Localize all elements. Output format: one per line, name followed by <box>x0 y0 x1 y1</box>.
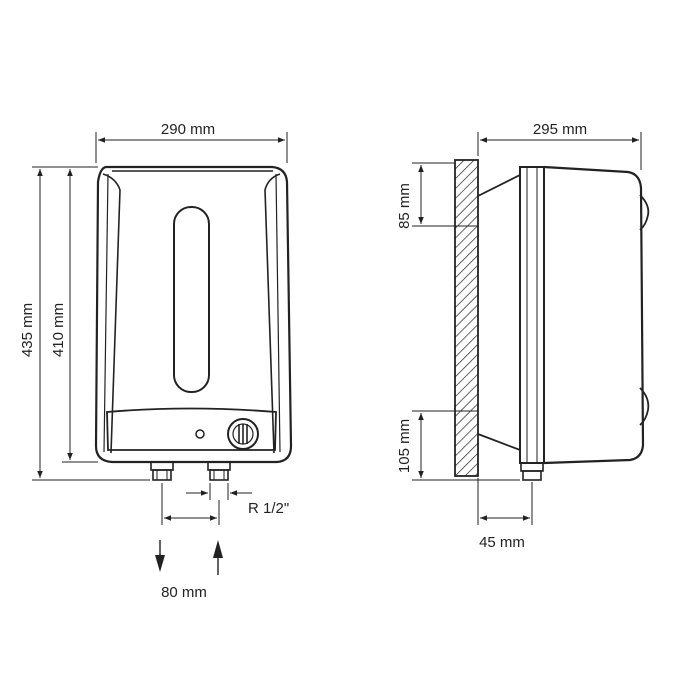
wall-section <box>454 159 479 477</box>
front-body-outline <box>94 165 293 464</box>
width-label: 290 mm <box>161 121 215 138</box>
total-height-label: 435 mm <box>19 303 36 357</box>
side-knob-top-icon <box>639 194 650 231</box>
side-knob-bottom-icon <box>639 387 650 426</box>
dimension-depth: 295 mm <box>477 121 642 170</box>
wall-bracket <box>477 173 521 452</box>
flow-arrow-out-icon <box>155 540 165 572</box>
front-right-panel <box>264 173 281 454</box>
thread-label: R 1/2" <box>248 500 289 517</box>
indicator-light <box>195 429 205 439</box>
side-body-outline <box>543 165 645 465</box>
control-knob-icon <box>227 418 259 450</box>
flow-arrow-in-icon <box>213 540 223 575</box>
dimension-body-height: 410 mm <box>50 169 98 463</box>
dimension-total-height: 435 mm <box>19 166 150 481</box>
front-view: 290 mm 435 mm 410 mm R 1/2" <box>19 121 293 601</box>
side-pipe-connector <box>520 462 544 481</box>
pipe-connector-left <box>150 461 174 481</box>
dimension-bottom-offset: 105 mm <box>396 410 520 481</box>
dimension-thread: R 1/2" <box>186 483 289 517</box>
bottom-offset-label: 105 mm <box>396 419 413 473</box>
dimension-top-offset: 85 mm <box>396 162 478 229</box>
depth-label: 295 mm <box>533 121 587 138</box>
front-left-panel <box>102 173 121 454</box>
dimension-pipe-spacing: 80 mm <box>161 483 220 601</box>
pipe-spacing-label: 80 mm <box>161 584 207 601</box>
side-frame <box>519 166 545 464</box>
side-view: 295 mm 85 mm 105 mm 45 mm <box>396 121 650 551</box>
body-height-label: 410 mm <box>50 303 67 357</box>
dimension-width: 290 mm <box>95 121 288 163</box>
dimension-pipe-offset: 45 mm <box>477 478 533 551</box>
pipe-offset-label: 45 mm <box>479 534 525 551</box>
top-offset-label: 85 mm <box>396 183 413 229</box>
pipe-connector-right <box>207 461 231 481</box>
front-window <box>173 206 210 393</box>
front-control-panel <box>106 407 277 451</box>
